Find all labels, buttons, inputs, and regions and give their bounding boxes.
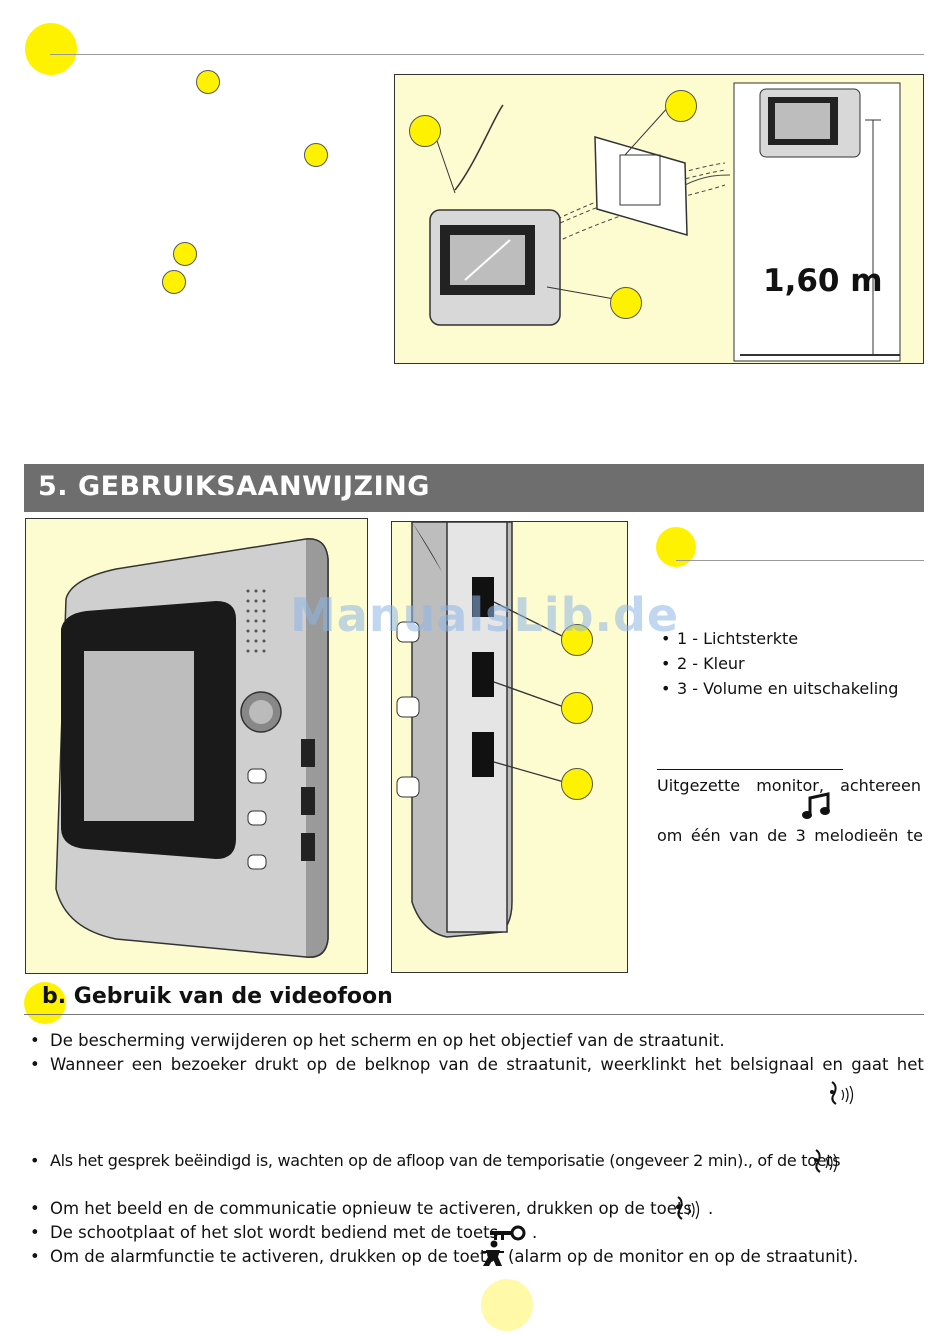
- instruction-6-end: (alarm op de monitor en op de straatunit…: [508, 1247, 859, 1266]
- instruction-text: Om de alarmfunctie te activeren, drukken…: [50, 1247, 495, 1266]
- marker-circle: [162, 270, 186, 294]
- page-number-circle: [481, 1279, 533, 1331]
- instruction-text: Om het beeld en de communicatie opnieuw …: [50, 1199, 692, 1218]
- marker-circle: [304, 143, 328, 167]
- list-item: 2 - Kleur: [661, 651, 921, 676]
- word: om: [657, 826, 683, 845]
- word: de: [477, 1055, 498, 1074]
- instruction-4: •Om het beeld en de communicatie opnieuw…: [30, 1199, 692, 1218]
- alarm-icon: [480, 1240, 506, 1268]
- word: weerklinkt: [600, 1055, 687, 1074]
- subsection-rule: [676, 560, 924, 561]
- controls-zoom-illustration: [396, 521, 565, 938]
- word: achtereen: [840, 776, 921, 795]
- speak-icon: [826, 1078, 860, 1108]
- mounting-height-label: 1,60 m: [763, 263, 883, 299]
- word: de: [767, 826, 788, 845]
- subsection-title: Gebruik van de videofoon: [73, 984, 393, 1009]
- speak-icon: [672, 1193, 706, 1223]
- word: te: [906, 826, 923, 845]
- word: 3: [795, 826, 806, 845]
- marker-circle: [409, 115, 441, 147]
- subsection-letter: b.: [42, 984, 67, 1009]
- word: van: [438, 1055, 469, 1074]
- word: bezoeker: [170, 1055, 247, 1074]
- word: Wanneer: [50, 1055, 124, 1074]
- monitor-illustration: [55, 538, 329, 958]
- top-rule: [50, 54, 924, 55]
- list-item: 1 - Lichtsterkte: [661, 626, 921, 651]
- section-header: 5. GEBRUIKSAANWIJZING: [24, 464, 924, 512]
- word: de: [335, 1055, 357, 1074]
- speak-icon: [810, 1146, 844, 1176]
- word: drukt: [254, 1055, 299, 1074]
- instruction-text: De schootplaat of het slot wordt bediend…: [50, 1223, 499, 1242]
- subsection-b-marker: [24, 982, 66, 1024]
- word: één: [690, 826, 721, 845]
- word: gaat: [851, 1055, 889, 1074]
- instruction-6: •Om de alarmfunctie te activeren, drukke…: [30, 1247, 495, 1266]
- melody-text-line2: om één van de 3 melodieën te: [657, 826, 923, 845]
- instruction-5-end: .: [532, 1223, 538, 1242]
- watermark: ManualsLib.de: [290, 588, 680, 642]
- marker-circle: [196, 70, 220, 94]
- section-title: 5. GEBRUIKSAANWIJZING: [38, 471, 430, 502]
- instruction-2-words: Wanneer een bezoeker drukt op de belknop…: [50, 1055, 924, 1074]
- instruction-2: • Wanneer een bezoeker drukt op de belkn…: [30, 1055, 924, 1074]
- word: een: [131, 1055, 163, 1074]
- key-icon: [488, 1224, 528, 1244]
- marker-circle: [610, 287, 642, 319]
- marker-circle: [665, 90, 697, 122]
- word: het: [694, 1055, 722, 1074]
- word: Uitgezette: [657, 776, 741, 795]
- subsection-heading: b. Gebruik van de videofoon: [42, 984, 393, 1009]
- controls-zoom-panel: [391, 521, 628, 973]
- word: melodieën: [814, 826, 899, 845]
- word: monitor,: [756, 776, 824, 795]
- section-marker-circle: [25, 23, 77, 75]
- word: straatunit,: [506, 1055, 593, 1074]
- control-3-marker: [561, 768, 593, 800]
- control-1-marker: [561, 624, 593, 656]
- word: van: [729, 826, 759, 845]
- melody-rule: [657, 769, 843, 770]
- subsection-b-rule: [24, 1014, 924, 1015]
- word: op: [306, 1055, 328, 1074]
- list-item: 3 - Volume en uitschakeling: [661, 676, 921, 701]
- word: het: [896, 1055, 924, 1074]
- instruction-5: •De schootplaat of het slot wordt bedien…: [30, 1223, 499, 1242]
- installation-illustration: [429, 82, 901, 362]
- controls-list: 1 - Lichtsterkte 2 - Kleur 3 - Volume en…: [661, 626, 921, 701]
- instruction-text: De bescherming verwijderen op het scherm…: [50, 1031, 725, 1050]
- instruction-1: •De bescherming verwijderen op het scher…: [30, 1031, 725, 1050]
- melody-text-line1: Uitgezette monitor, achtereen: [657, 776, 921, 795]
- music-note-icon: [800, 792, 834, 820]
- instruction-3: •Als het gesprek beëindigd is, wachten o…: [30, 1151, 841, 1170]
- monitor-illustration-panel: [25, 518, 368, 974]
- installation-diagram: 1,60 m: [394, 74, 924, 364]
- instruction-text: Als het gesprek beëindigd is, wachten op…: [50, 1151, 841, 1170]
- word: belknop: [364, 1055, 431, 1074]
- subsection-marker-circle: [656, 527, 696, 567]
- word: belsignaal: [729, 1055, 815, 1074]
- word: en: [822, 1055, 843, 1074]
- instruction-4-end: .: [708, 1199, 714, 1218]
- marker-circle: [173, 242, 197, 266]
- control-2-marker: [561, 692, 593, 724]
